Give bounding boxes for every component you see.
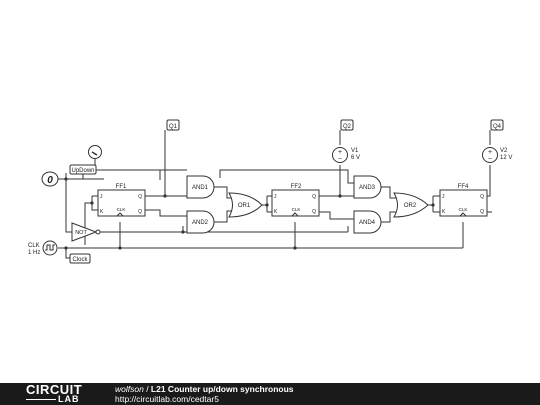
svg-text:+: + bbox=[488, 149, 492, 156]
and-gate-and4: AND4 bbox=[353, 210, 382, 234]
svg-text:AND1: AND1 bbox=[192, 185, 209, 191]
svg-text:J: J bbox=[442, 194, 445, 200]
not-gate: NOT bbox=[71, 222, 101, 242]
author-link[interactable]: wolfson bbox=[115, 384, 144, 394]
v1-value: 6 V bbox=[351, 155, 360, 161]
v2-value: 12 V bbox=[500, 155, 512, 161]
and-gate-and1: AND1 bbox=[186, 175, 215, 199]
updown-label: UpDown bbox=[69, 164, 97, 175]
circuit-url[interactable]: http://circuitlab.com/cedtar5 bbox=[115, 394, 219, 404]
clock-label: Clock bbox=[69, 253, 91, 264]
svg-text:Q: Q bbox=[480, 194, 484, 200]
v1-name: V1 bbox=[351, 148, 359, 154]
and-gate-and2: AND2 bbox=[186, 210, 215, 234]
junctions bbox=[64, 177, 435, 250]
svg-text:J: J bbox=[100, 194, 103, 200]
voltage-source-v1: + − V1 6 V bbox=[332, 147, 360, 163]
logo-lab-text: LAB bbox=[58, 394, 80, 404]
svg-text:Q: Q bbox=[480, 209, 484, 215]
flipflop-ff1: FF1 J K Q Q CLK bbox=[97, 184, 146, 217]
svg-text:K: K bbox=[100, 209, 104, 215]
logo-circuit-text: CIRCUIT bbox=[26, 382, 83, 397]
svg-text:OR1: OR1 bbox=[238, 203, 251, 209]
q4-label: Q4 bbox=[490, 119, 504, 131]
svg-text:−: − bbox=[338, 156, 342, 163]
svg-text:Q1: Q1 bbox=[169, 124, 178, 130]
flipflop-ff2: FF2 J K Q Q CLK bbox=[271, 184, 320, 217]
svg-text:K: K bbox=[442, 209, 446, 215]
svg-text:FF1: FF1 bbox=[116, 184, 127, 190]
svg-text:OR2: OR2 bbox=[404, 203, 417, 209]
voltage-source-v2: + − V2 12 V bbox=[482, 147, 512, 163]
svg-text:AND4: AND4 bbox=[359, 220, 376, 226]
q2-label: Q2 bbox=[340, 119, 354, 131]
schematic-canvas: 0 UpDown Q1 Q2 Q4 + − V1 6 V + − V2 12 V bbox=[28, 119, 512, 264]
svg-text:Q: Q bbox=[138, 194, 142, 200]
svg-text:FF2: FF2 bbox=[291, 184, 302, 190]
logic-switch[interactable]: 0 bbox=[41, 171, 59, 187]
clk-freq: 1 Hz bbox=[28, 250, 40, 256]
q1-label: Q1 bbox=[166, 119, 180, 131]
circuit-meta: wolfson / L21 Counter up/down synchronou… bbox=[115, 384, 294, 404]
svg-text:FF4: FF4 bbox=[458, 184, 469, 190]
svg-text:Q4: Q4 bbox=[493, 124, 502, 130]
clk-name: CLK bbox=[28, 243, 40, 249]
svg-text:AND3: AND3 bbox=[359, 185, 376, 191]
svg-text:−: − bbox=[488, 156, 492, 163]
v2-name: V2 bbox=[500, 148, 508, 154]
svg-text:CLK: CLK bbox=[117, 207, 126, 212]
svg-text:Q: Q bbox=[312, 209, 316, 215]
circuitlab-logo: CIRCUIT LAB bbox=[26, 383, 94, 405]
or-gate-or1: OR1 bbox=[228, 192, 263, 218]
svg-text:Clock: Clock bbox=[72, 257, 88, 263]
svg-text:NOT: NOT bbox=[75, 230, 87, 236]
clock-source: CLK 1 Hz bbox=[28, 240, 58, 256]
and-gate-and3: AND3 bbox=[353, 175, 382, 199]
svg-text:AND2: AND2 bbox=[192, 220, 209, 226]
wires bbox=[58, 130, 492, 259]
svg-text:J: J bbox=[274, 194, 277, 200]
svg-text:K: K bbox=[274, 209, 278, 215]
switch-value: 0 bbox=[47, 175, 53, 186]
svg-text:Q2: Q2 bbox=[343, 124, 352, 130]
meter-icon bbox=[88, 145, 102, 165]
svg-text:UpDown: UpDown bbox=[71, 168, 94, 174]
separator: / bbox=[143, 384, 151, 394]
flipflop-ff4: FF4 J K Q Q CLK bbox=[439, 184, 488, 217]
or-gate-or2: OR2 bbox=[393, 192, 429, 218]
logo-wire bbox=[26, 399, 56, 400]
circuit-title: L21 Counter up/down synchronous bbox=[150, 384, 294, 394]
footer-bar: CIRCUIT LAB wolfson / L21 Counter up/dow… bbox=[0, 383, 540, 405]
svg-text:Q: Q bbox=[138, 209, 142, 215]
svg-text:CLK: CLK bbox=[459, 207, 468, 212]
svg-text:CLK: CLK bbox=[292, 207, 301, 212]
svg-text:Q: Q bbox=[312, 194, 316, 200]
svg-text:+: + bbox=[338, 149, 342, 156]
